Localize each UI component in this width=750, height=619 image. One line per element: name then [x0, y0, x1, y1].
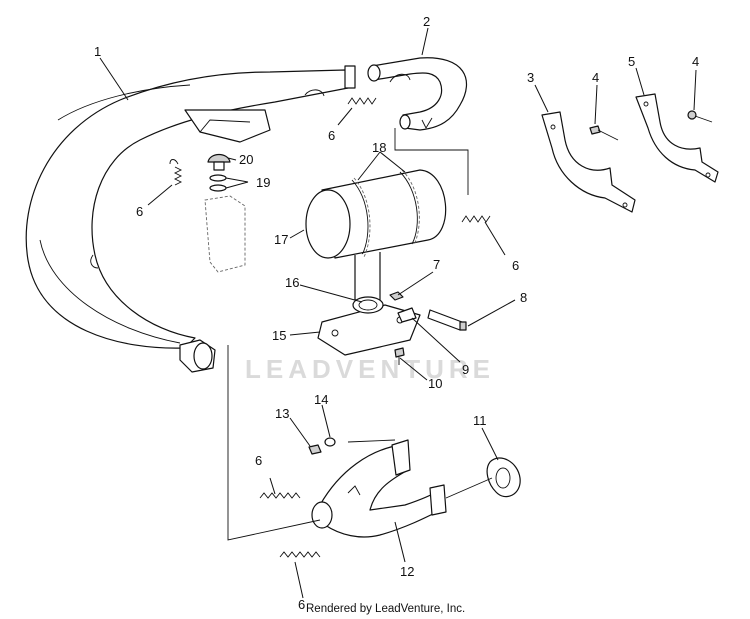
part-2-tailpipe-elbow[interactable]	[367, 57, 468, 131]
callout-5: 5	[628, 54, 635, 69]
part-11-gasket[interactable]	[486, 457, 521, 498]
callout-13: 13	[275, 406, 289, 421]
callout-labels: 1 2 3 4 5 4 6 6 6 6 6 18 20 19 17 7 16 8…	[94, 14, 699, 612]
callout-4a: 4	[592, 70, 599, 85]
part-15-flange[interactable]	[317, 304, 421, 356]
callout-20: 20	[239, 152, 253, 167]
callout-18: 18	[372, 140, 386, 155]
mounting-post-hidden	[204, 195, 246, 273]
callout-14: 14	[314, 392, 328, 407]
watermark-text: LEADVENTURE	[245, 354, 495, 384]
part-8-bolt[interactable]	[427, 309, 467, 331]
part-10-bolt[interactable]	[394, 347, 405, 365]
leader-lines	[99, 27, 697, 599]
callout-3: 3	[527, 70, 534, 85]
part-16-gasket-ring[interactable]	[352, 296, 384, 314]
part-6-spring-d[interactable]	[259, 492, 301, 499]
callout-12: 12	[400, 564, 414, 579]
part-20-grommet[interactable]	[207, 153, 231, 171]
footer-credit: Rendered by LeadVenture, Inc.	[306, 603, 465, 615]
callout-6d: 6	[255, 453, 262, 468]
part-18-clamps[interactable]	[353, 169, 420, 258]
part-6-spring-b[interactable]	[169, 159, 183, 186]
callout-10: 10	[428, 376, 442, 391]
callout-4b: 4	[692, 54, 699, 69]
part-12-y-pipe[interactable]	[311, 439, 447, 538]
callout-2: 2	[423, 14, 430, 29]
callout-6c: 6	[512, 258, 519, 273]
part-9-clip[interactable]	[397, 307, 417, 323]
reference-lines	[227, 128, 493, 541]
callout-6b: 6	[136, 204, 143, 219]
callout-19: 19	[256, 175, 270, 190]
callout-15: 15	[272, 328, 286, 343]
callout-6a: 6	[328, 128, 335, 143]
callout-16: 16	[285, 275, 299, 290]
callout-11: 11	[473, 413, 487, 428]
part-17-muffler[interactable]	[305, 169, 447, 301]
part-4-bolt-left[interactable]	[589, 125, 619, 141]
part-19-washers[interactable]	[209, 174, 227, 192]
callout-6e: 6	[298, 597, 305, 612]
part-6-spring-c[interactable]	[461, 215, 491, 223]
part-6-spring-e[interactable]	[279, 551, 321, 558]
callout-8: 8	[520, 290, 527, 305]
part-5-bracket[interactable]	[635, 93, 719, 183]
part-6-spring-a[interactable]	[347, 97, 377, 105]
part-13-nut[interactable]	[308, 444, 322, 455]
callout-9: 9	[462, 362, 469, 377]
part-1-expansion-chamber[interactable]	[25, 65, 356, 373]
callout-17: 17	[274, 232, 288, 247]
part-14-washer[interactable]	[324, 437, 336, 447]
callout-1: 1	[94, 44, 101, 59]
callout-7: 7	[433, 257, 440, 272]
part-4-bolt-right[interactable]	[687, 110, 713, 123]
part-3-bracket[interactable]	[541, 111, 636, 213]
